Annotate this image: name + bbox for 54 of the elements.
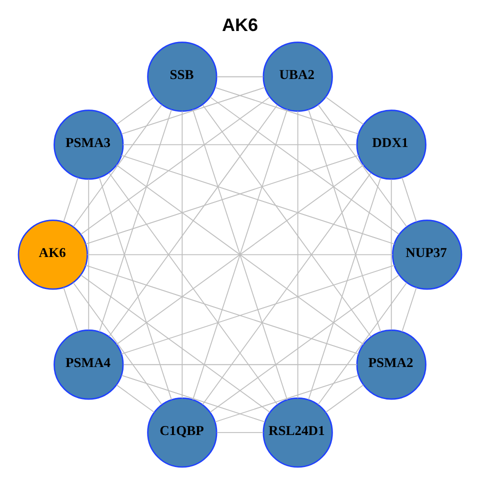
node-circle: AK6 xyxy=(18,220,88,290)
connector xyxy=(210,96,400,235)
connector xyxy=(85,264,360,354)
node-circle: C1QBP xyxy=(147,398,218,468)
connector xyxy=(63,177,78,222)
connector xyxy=(214,87,359,134)
connector xyxy=(120,154,395,244)
connector xyxy=(98,109,172,332)
connector xyxy=(202,172,372,405)
connector xyxy=(216,432,264,434)
connector xyxy=(402,287,417,332)
connector xyxy=(308,109,382,332)
connector xyxy=(318,282,408,405)
connector xyxy=(120,264,395,354)
connector xyxy=(123,364,358,366)
connector xyxy=(214,374,359,422)
connector xyxy=(121,374,266,422)
connector xyxy=(116,384,155,413)
node-circle: SSB xyxy=(147,42,218,112)
connector xyxy=(108,104,278,337)
connector xyxy=(121,87,266,134)
connector xyxy=(116,164,364,345)
connector xyxy=(72,282,162,405)
connector xyxy=(308,177,382,400)
connector xyxy=(202,104,372,337)
connector xyxy=(297,110,298,399)
connector xyxy=(98,177,172,400)
node-circle: PSMA4 xyxy=(54,330,124,400)
connector xyxy=(402,177,417,222)
connector xyxy=(72,104,162,227)
connector xyxy=(390,178,392,330)
node-circle: PSMA3 xyxy=(54,110,124,180)
connector xyxy=(116,96,155,125)
connector xyxy=(80,96,270,235)
connector xyxy=(80,274,270,413)
connector xyxy=(210,274,400,413)
connector xyxy=(192,109,288,400)
node-circle: PSMA2 xyxy=(356,330,426,400)
node-circle: DDX1 xyxy=(356,110,426,180)
node-circle: NUP37 xyxy=(392,220,462,290)
connector xyxy=(325,384,364,413)
connector xyxy=(182,110,183,399)
connector xyxy=(108,172,278,405)
connector xyxy=(85,154,360,244)
node-circle: UBA2 xyxy=(262,42,333,112)
connector xyxy=(318,104,408,227)
connector xyxy=(88,178,90,330)
node-circle: RSL24D1 xyxy=(262,398,333,468)
connector xyxy=(86,254,393,256)
connector xyxy=(63,287,78,332)
diagram-title: AK6 xyxy=(222,14,258,35)
connector xyxy=(216,76,264,78)
connector xyxy=(325,96,364,125)
connector xyxy=(122,144,357,146)
